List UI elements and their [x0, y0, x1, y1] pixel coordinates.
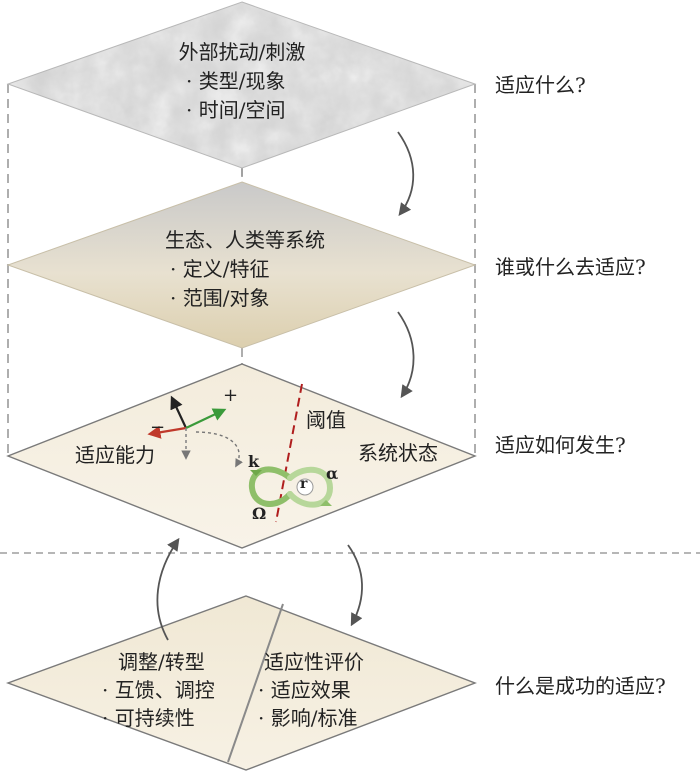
adjustment-bullet-1: · 互馈、调控 — [102, 678, 215, 702]
capacity-label: 适应能力 — [75, 443, 155, 467]
disturbance-bullet-2: · 时间/空间 — [186, 98, 286, 122]
plus-sign: + — [223, 385, 239, 406]
system-bullet-1: · 定义/特征 — [170, 257, 270, 281]
system-bullet-2: · 范围/对象 — [170, 286, 270, 310]
cycle-k: k — [248, 452, 260, 471]
adaptive-cycle-icon — [248, 466, 334, 508]
flow-arrow-up-left — [156, 537, 180, 641]
evaluation-bullet-2: · 影响/标准 — [258, 706, 358, 730]
layer-evaluation — [5, 595, 477, 771]
layer-disturbance — [6, 1, 477, 169]
capacity-vector-icon — [147, 395, 243, 468]
disturbance-bullet-1: · 类型/现象 — [186, 69, 286, 93]
cycle-omega: Ω — [252, 504, 267, 523]
disturbance-title: 外部扰动/刺激 — [178, 40, 306, 64]
question-success: 什么是成功的适应? — [495, 674, 666, 698]
layer-process — [6, 363, 477, 549]
adjustment-title: 调整/转型 — [118, 650, 205, 674]
flow-arrow-2 — [397, 311, 415, 399]
cycle-alpha: α — [326, 464, 339, 483]
question-who: 谁或什么去适应? — [495, 255, 646, 279]
adjustment-bullet-2: · 可持续性 — [102, 706, 195, 730]
question-how: 适应如何发生? — [495, 433, 626, 457]
evaluation-title: 适应性评价 — [264, 650, 364, 674]
evaluation-bullet-1: · 适应效果 — [258, 678, 351, 702]
question-what: 适应什么? — [495, 73, 586, 97]
flow-arrow-1 — [397, 131, 415, 217]
threshold-label: 阈值 — [306, 408, 346, 432]
system-title: 生态、人类等系统 — [165, 228, 325, 252]
minus-sign: − — [150, 417, 166, 438]
flow-arrow-down-right — [347, 544, 363, 627]
layer-system — [6, 181, 477, 349]
system-state-label: 系统状态 — [358, 441, 438, 465]
cycle-r: r — [300, 476, 308, 492]
